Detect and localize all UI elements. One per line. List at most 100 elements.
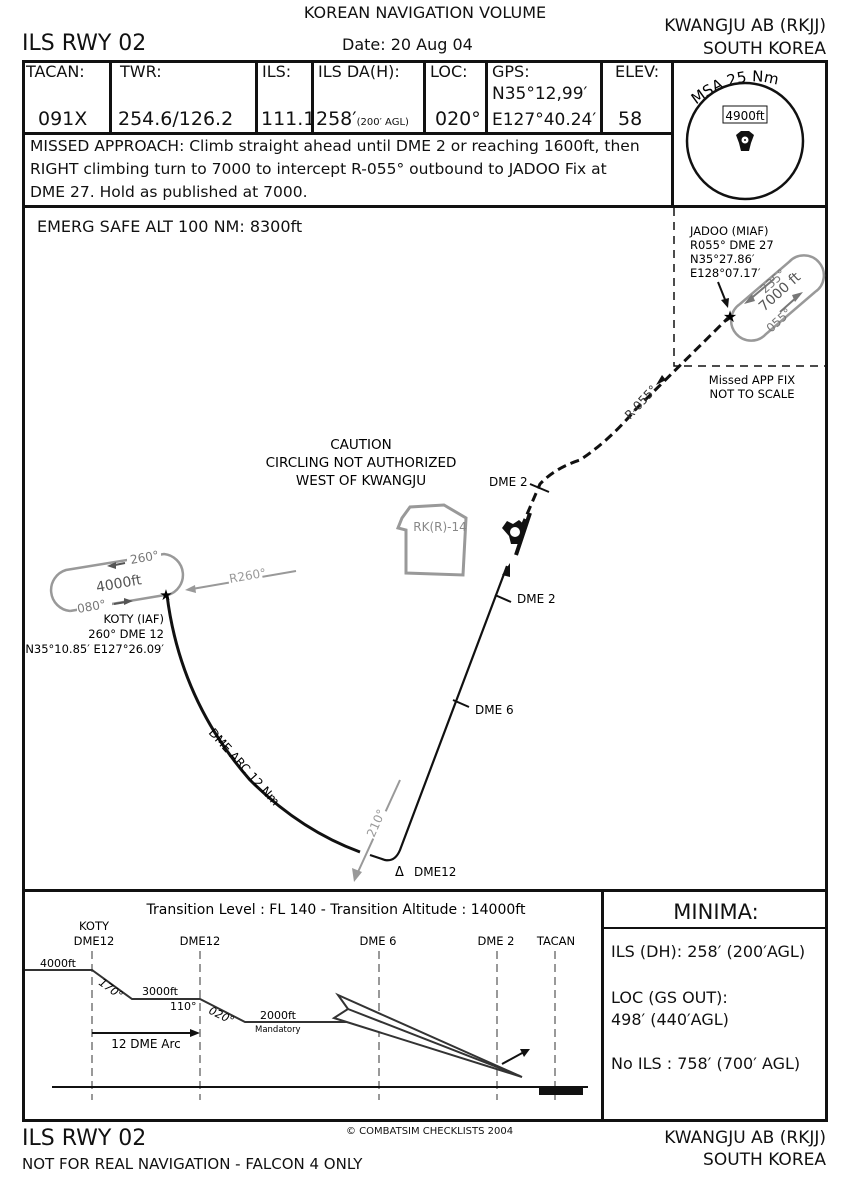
arc-span-label: 12 DME Arc	[111, 1037, 181, 1051]
dme2-final-tick	[494, 594, 512, 603]
profile-fix-dme6: DME 6	[359, 934, 396, 948]
profile-alt-2000: 2000ft	[260, 1009, 297, 1022]
msa-altitude-box	[722, 105, 768, 124]
elev-value: 58	[618, 108, 643, 130]
loc-value: 020°	[435, 108, 481, 130]
missed-fix-note-2: NOT TO SCALE	[710, 387, 795, 401]
profile-course-020: 020°	[207, 1004, 237, 1027]
jadoo-fix-star-icon: ★	[723, 307, 737, 326]
missed-radial-label: R-055°	[622, 382, 660, 422]
profile-alt-3000: 3000ft	[142, 985, 179, 998]
caution-line1: CAUTION	[330, 437, 392, 453]
transition-info: Transition Level : FL 140 - Transition A…	[146, 902, 526, 918]
profile-descent-path	[25, 969, 379, 1023]
profile-fix-tacan: TACAN	[536, 934, 575, 948]
gps-lon: E127°40.24′	[492, 110, 597, 130]
loc-label: LOC:	[430, 62, 468, 81]
koty-hold-altitude: 4000ft	[95, 572, 143, 596]
lead-radial-arrowhead	[352, 868, 362, 882]
missed-path-arrowhead	[656, 375, 666, 385]
restricted-area-boundary	[395, 503, 468, 577]
glideslope-feather	[331, 992, 523, 1078]
koty-outbound-arrowhead	[124, 598, 133, 605]
procedure-title: ILS RWY 02	[22, 31, 147, 56]
tacan-cell: TACAN: 091X	[22, 60, 112, 132]
missed-climb-arrowhead	[520, 1049, 530, 1057]
minima-title: MINIMA:	[673, 900, 759, 924]
minima-no-ils: No ILS : 758′ (700′ AGL)	[611, 1054, 801, 1073]
arc-span-arrowhead	[190, 1029, 200, 1037]
final-course-arrowhead	[502, 563, 510, 577]
minima-divider	[601, 889, 604, 1122]
ils-cell: ILS: 111.1	[258, 60, 315, 132]
missed-approach-line3: DME 27. Hold as published at 7000.	[30, 183, 308, 201]
gps-lat: N35°12,99′	[492, 84, 588, 104]
koty-radial-label: R260°	[228, 566, 267, 586]
koty-fix-star-icon: ★	[159, 586, 172, 604]
loc-cell: LOC: 020°	[426, 60, 488, 132]
missed-fix-inset-border	[673, 208, 825, 367]
restricted-area-label: RK(R)-14	[413, 520, 467, 534]
profile-top-rule	[22, 889, 828, 892]
footer-disclaimer: NOT FOR REAL NAVIGATION - FALCON 4 ONLY	[22, 1155, 363, 1173]
footer-country: SOUTH KOREA	[703, 1150, 826, 1170]
missed-approach-path	[514, 316, 730, 541]
minima-loc-label: LOC (GS OUT):	[611, 988, 728, 1007]
tower-cell: TWR: 254.6/126.2	[112, 60, 258, 132]
missed-climb-arrow	[501, 1051, 525, 1065]
profile-runway	[539, 1086, 583, 1095]
tower-label: TWR:	[120, 62, 162, 81]
profile-fix-dme12: DME12	[180, 934, 221, 948]
minima-title-rule	[604, 927, 828, 929]
tacan-label: TACAN:	[26, 62, 85, 81]
msa-bottom-rule	[671, 205, 828, 208]
profile-fix-dme2: DME 2	[477, 934, 514, 948]
gps-label: GPS:	[492, 62, 530, 81]
dme-arc-12nm	[165, 594, 361, 854]
dme2-final-label: DME 2	[517, 592, 556, 606]
koty-radial-label-bg	[227, 566, 263, 586]
info-row: TACAN: 091X TWR: 254.6/126.2 ILS: 111.1 …	[22, 60, 674, 135]
dme6-label: DME 6	[475, 703, 514, 717]
msa-circle	[685, 81, 805, 201]
jadoo-lon: E128°07.17′	[690, 266, 761, 280]
minima-loc-value: 498′ (440′AGL)	[611, 1010, 729, 1029]
ils-da-agl: (200′ AGL)	[356, 117, 409, 128]
profile-view: Transition Level : FL 140 - Transition A…	[25, 902, 588, 1100]
lead-radial-label: 210°	[364, 807, 389, 839]
footer-procedure-title: ILS RWY 02	[22, 1126, 147, 1151]
volume-title: KOREAN NAVIGATION VOLUME	[303, 3, 547, 22]
dme2-missed-label: DME 2	[489, 475, 528, 489]
jadoo-lat: N35°27.86′	[690, 252, 755, 266]
jadoo-name: JADOO (MIAF)	[689, 224, 768, 238]
profile-fix-koty: KOTY	[79, 919, 110, 933]
koty-outbound-label-bg	[77, 597, 112, 615]
jadoo-pointer-head	[721, 298, 729, 308]
msa-altitude: 4900ft	[725, 109, 765, 123]
dme12-final-label: DME12	[414, 865, 456, 879]
dme2-missed-tick	[529, 483, 550, 493]
tower-value: 254.6/126.2	[118, 108, 234, 130]
koty-inbound-arrowhead	[107, 562, 116, 569]
ils-label: ILS:	[262, 62, 292, 81]
profile-course-170: 170°	[96, 976, 125, 1002]
tacan-station-icon	[502, 520, 527, 544]
airport-country: SOUTH KOREA	[703, 39, 826, 59]
lead-radial-label-bg	[362, 806, 388, 840]
caution-line3: WEST OF KWANGJU	[296, 473, 426, 489]
jadoo-inbound-arrowhead	[744, 294, 755, 304]
koty-hold-outbound: 260°	[129, 548, 160, 567]
koty-coords: N35°10.85′ E127°26.09′	[25, 642, 164, 656]
profile-fix-guides	[91, 951, 556, 1100]
final-approach-course	[369, 565, 509, 862]
runway-02	[514, 512, 532, 556]
profile-mandatory-note: Mandatory	[255, 1025, 301, 1035]
chart-date: Date: 20 Aug 04	[342, 35, 473, 54]
koty-inbound-label-bg	[127, 549, 161, 565]
missed-approach-line2: RIGHT climbing turn to 7000 to intercept…	[30, 160, 607, 178]
gps-cell: GPS: N35°12,99′ E127°40.24′	[488, 60, 603, 132]
ils-da-value: 258′(200′ AGL)	[316, 108, 409, 130]
msa-diagram: MSA 25 Nm 4900ft	[685, 67, 805, 201]
footer-airport: KWANGJU AB (RKJJ)	[664, 1128, 826, 1148]
